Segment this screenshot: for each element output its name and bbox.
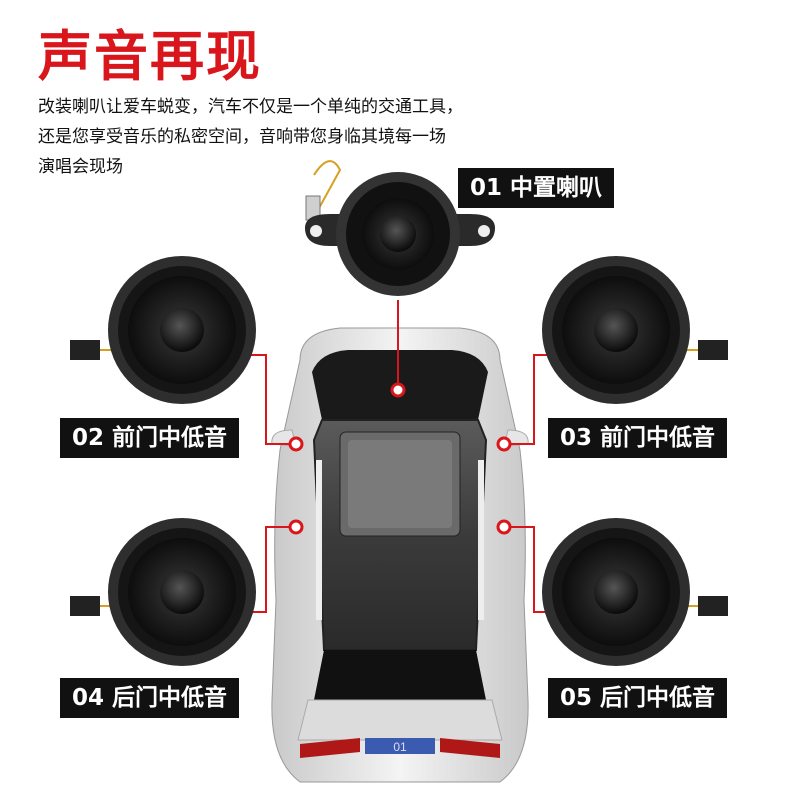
center-speaker-image <box>305 160 495 296</box>
description: 改装喇叭让爱车蜕变，汽车不仅是一个单纯的交通工具， 还是您享受音乐的私密空间，音… <box>38 92 598 182</box>
rear-left-speaker-image <box>70 518 256 666</box>
label-front-left: 02 前门中低音 <box>60 418 240 458</box>
front-left-speaker-image <box>70 256 256 404</box>
description-line-3: 演唱会现场 <box>38 157 123 177</box>
car-image: 01 <box>271 327 529 783</box>
description-line-1: 改装喇叭让爱车蜕变，汽车不仅是一个单纯的交通工具， <box>38 97 463 117</box>
label-center-speaker: 01 中置喇叭 <box>458 168 615 208</box>
description-line-2: 还是您享受音乐的私密空间，音响带您身临其境每一场 <box>38 127 446 147</box>
connector-lines <box>250 300 550 613</box>
label-rear-right: 05 后门中低音 <box>548 678 728 718</box>
front-right-speaker-image <box>542 256 728 404</box>
label-rear-left: 04 后门中低音 <box>60 678 240 718</box>
connection-dots <box>288 382 512 535</box>
label-front-right: 03 前门中低音 <box>548 418 728 458</box>
license-plate: 01 <box>393 740 407 754</box>
page-title: 声音再现 <box>38 25 262 88</box>
rear-right-speaker-image <box>542 518 728 666</box>
